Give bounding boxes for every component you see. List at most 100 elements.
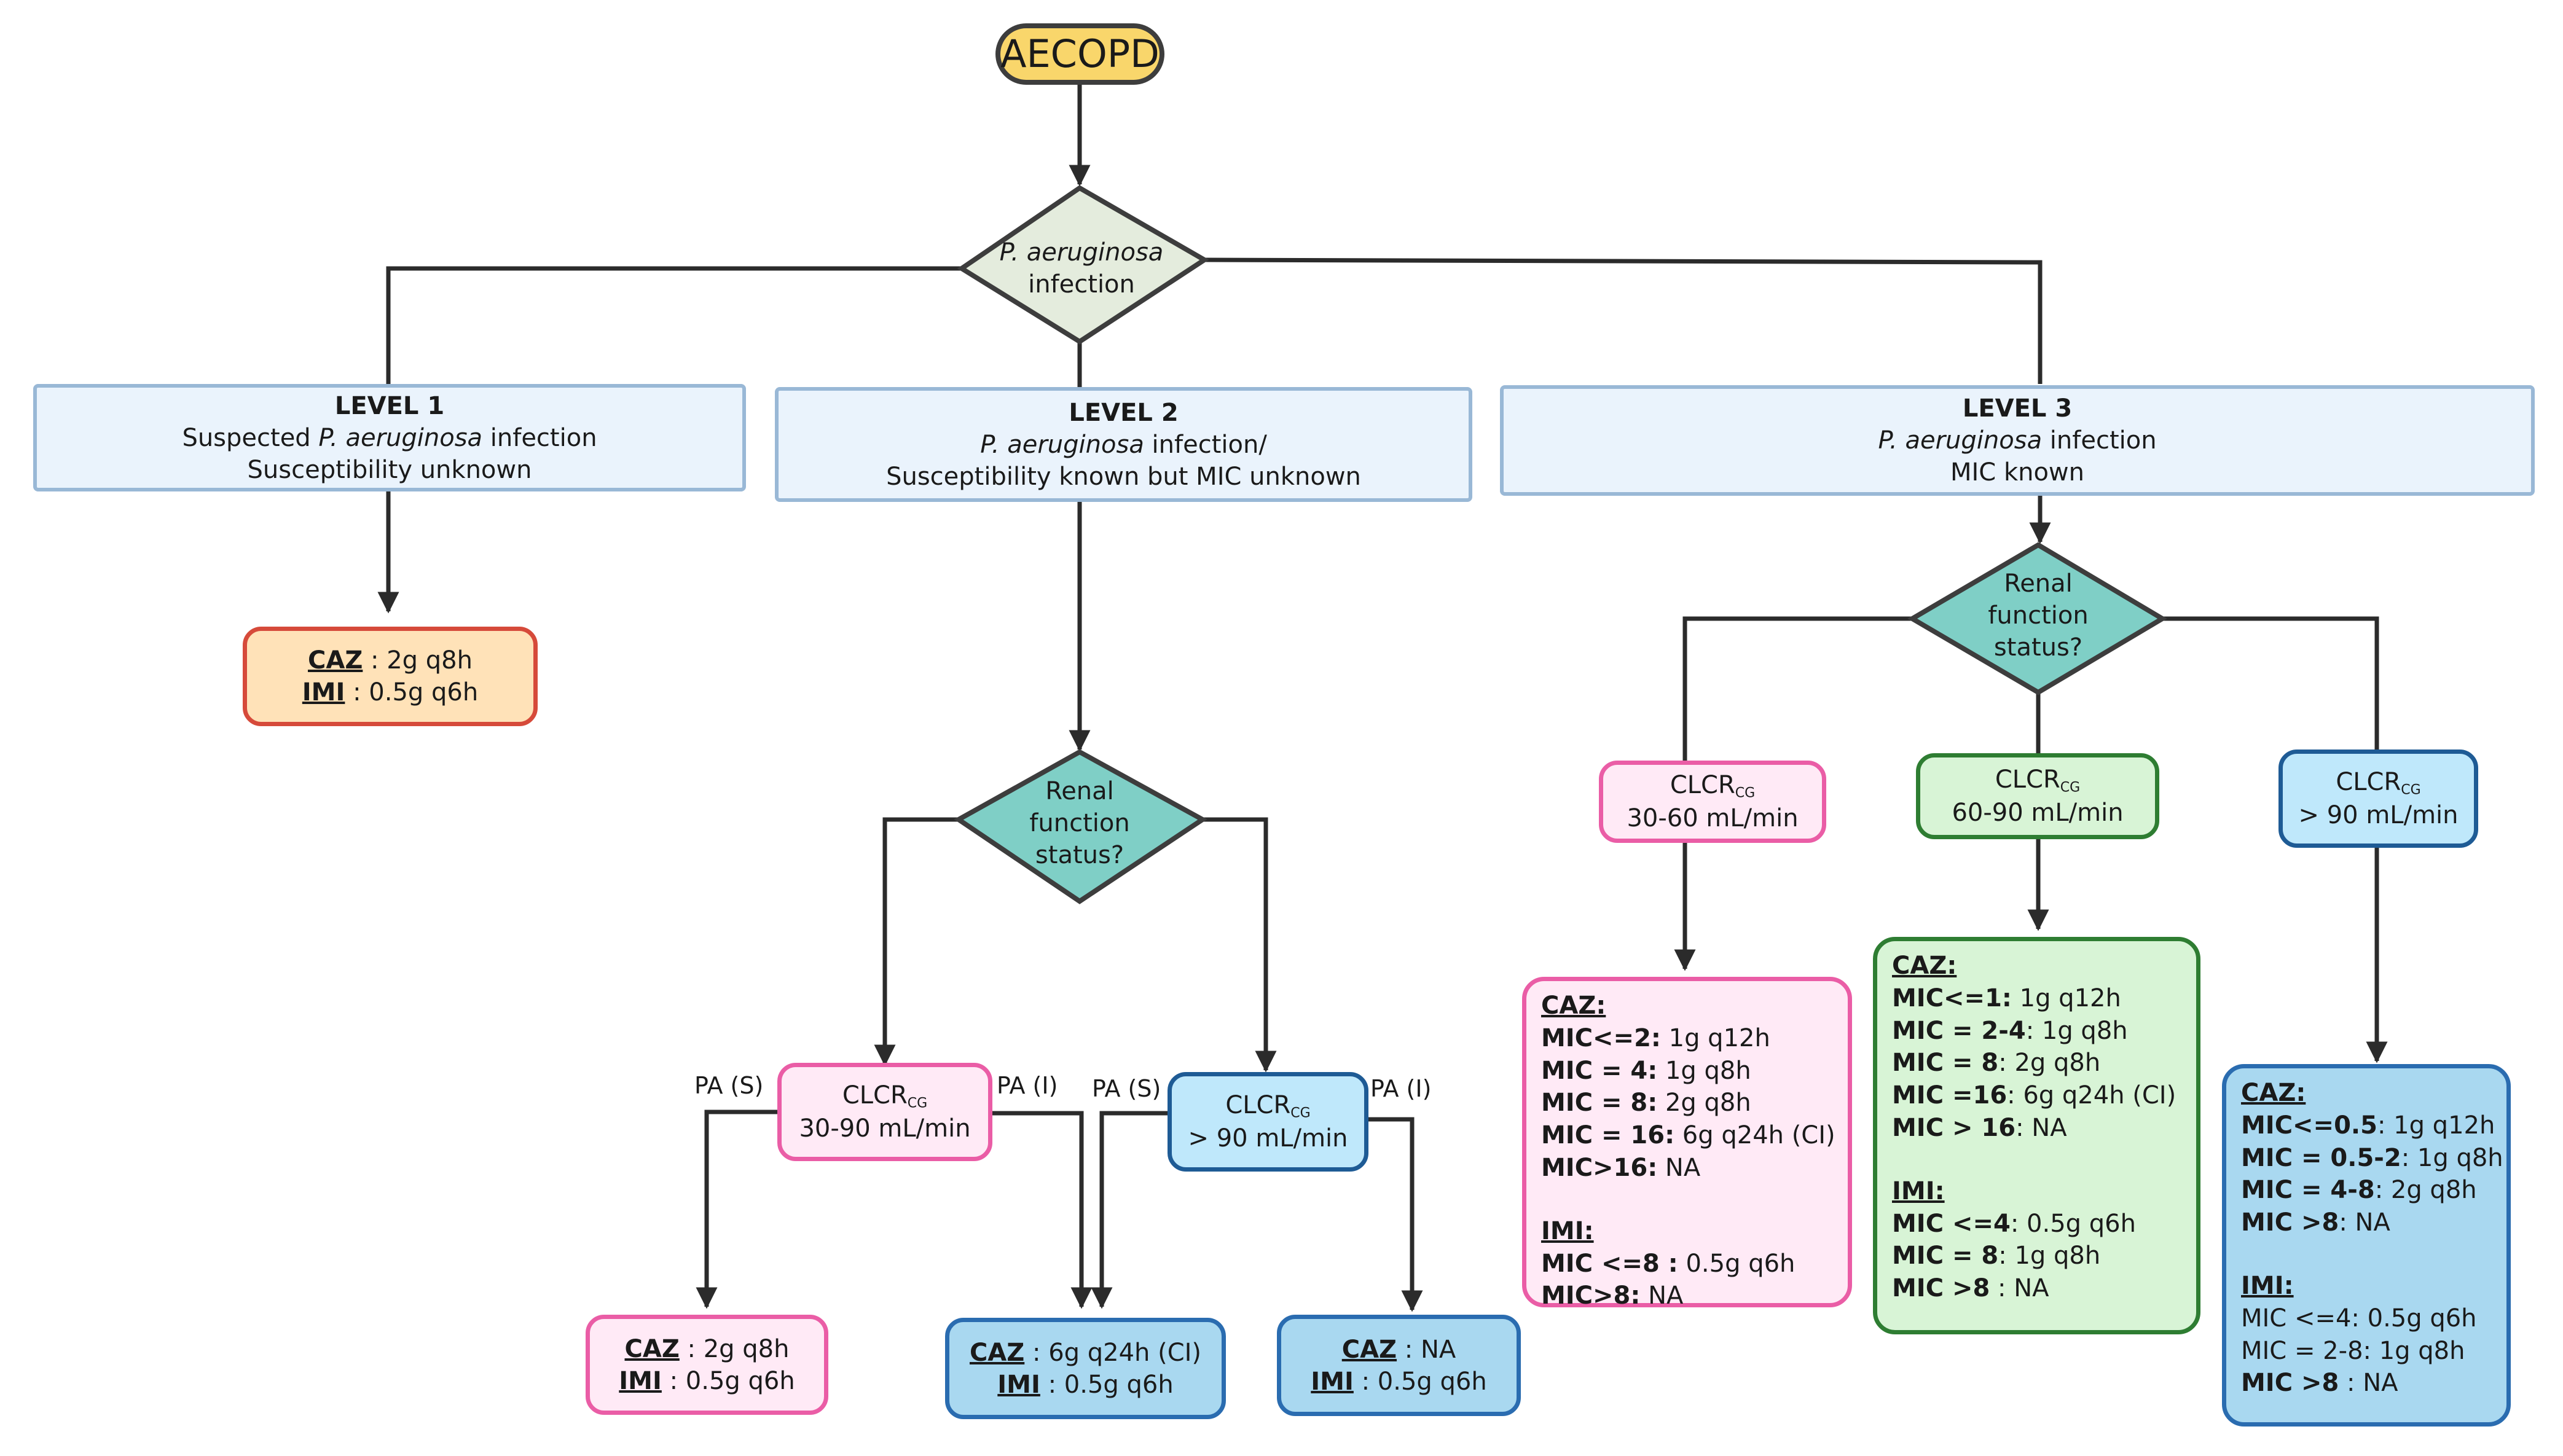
dose-row: MIC = 8: 1g q8h — [1892, 1240, 2181, 1272]
dose: 0.5g q6h — [1678, 1249, 1796, 1278]
level-1-line2: Susceptibility unknown — [247, 455, 532, 484]
mic-criterion: MIC>16: — [1541, 1153, 1658, 1182]
pa-infection-diamond — [957, 185, 1209, 345]
dose-row: MIC>16: NA — [1541, 1152, 1833, 1184]
dose: : 0.5g q6h — [2010, 1209, 2136, 1238]
level-2-line1-post: infection/ — [1144, 430, 1267, 459]
dosing-detail-gt90: CAZ: MIC<=0.5: 1g q12h MIC = 0.5-2: 1g q… — [2222, 1064, 2511, 1427]
mic-criterion: MIC >8 — [1892, 1274, 1990, 1303]
clcr-sub: CG — [2401, 782, 2421, 798]
mic-criterion: MIC = 4: — [1541, 1056, 1658, 1085]
dose: : 1g q8h — [2401, 1143, 2503, 1172]
level-2-regimen-s: CAZ : 2g q8h IMI : 0.5g q6h — [586, 1315, 828, 1415]
level-3-organism: P. aeruginosa — [1878, 426, 2043, 455]
connector-level1 — [386, 266, 962, 384]
clcr-range: 30-90 mL/min — [799, 1114, 971, 1143]
dose-row: MIC = 8: 2g q8h — [1892, 1047, 2181, 1079]
mic-criterion: MIC = 0.5-2 — [2241, 1143, 2401, 1172]
level-1-title: LEVEL 1 — [334, 391, 445, 420]
imi-header: IMI: — [1892, 1176, 1945, 1205]
dose-row: MIC >8 : NA — [1892, 1272, 2181, 1305]
dose-row: MIC >8 : NA — [2241, 1367, 2492, 1399]
dose: : 2g q8h — [1998, 1049, 2101, 1078]
dose: 1g q8h — [1657, 1056, 1751, 1085]
renal-line2: function — [1988, 601, 2089, 630]
clcr-sub: CG — [907, 1095, 928, 1111]
dose-row: MIC = 2-8: 1g q8h — [2241, 1335, 2492, 1368]
level-1-organism: P. aeruginosa — [318, 423, 483, 452]
level-3-line1-post: infection — [2042, 426, 2157, 455]
imi-dose: : 0.5g q6h — [1353, 1367, 1487, 1396]
caz-dose: : 2g q8h — [363, 646, 473, 675]
imi-label: IMI — [997, 1370, 1040, 1399]
pa-i-label-1: PA (I) — [997, 1072, 1058, 1099]
caz-label: CAZ — [624, 1334, 680, 1363]
mic-criterion: MIC >8 — [2241, 1369, 2339, 1398]
imi-header: IMI: — [1541, 1216, 1594, 1245]
level-3-line2: MIC known — [1950, 458, 2084, 487]
renal-text-level2: Renal function status? — [981, 775, 1178, 871]
dose: : NA — [2015, 1113, 2067, 1142]
dose-row: MIC>8: NA — [1541, 1280, 1833, 1312]
mic-criterion: MIC = 8 — [1892, 1242, 1999, 1270]
caz-header: CAZ: — [1892, 952, 1957, 980]
level-2-box: LEVEL 2 P. aeruginosa infection/ Suscept… — [775, 387, 1472, 502]
pa-s-label-1: PA (S) — [694, 1072, 764, 1099]
renal-diamond-level2 — [954, 749, 1207, 904]
clcr-gt90-l3-node: CLCRCG > 90 mL/min — [2278, 750, 2478, 848]
level-2-regimen-na: CAZ : NA IMI : 0.5g q6h — [1277, 1315, 1521, 1416]
clcr-30-90-node: CLCRCG 30-90 mL/min — [777, 1063, 992, 1161]
dose-row: MIC = 16: 6g q24h (CI) — [1541, 1119, 1835, 1152]
clcr-range: 30-60 mL/min — [1627, 804, 1799, 833]
dose: : 1g q12h — [2377, 1111, 2495, 1140]
connector-renal2-right — [1203, 817, 1277, 1073]
renal-diamond-level3 — [1907, 542, 2167, 695]
clcr-gt90-node: CLCRCG > 90 mL/min — [1168, 1072, 1368, 1172]
mic-criterion: MIC = 2-4 — [1892, 1016, 2026, 1045]
dose-row: MIC = 8: 2g q8h — [1541, 1087, 1833, 1119]
caz-dose: : NA — [1397, 1335, 1456, 1364]
dose: : 6g q24h (CI) — [2007, 1081, 2176, 1110]
aecopd-label: AECOPD — [1000, 31, 1160, 76]
level-1-regimen-box: CAZ : 2g q8h IMI : 0.5g q6h — [243, 627, 538, 726]
mic-criterion: MIC <=4 — [1892, 1209, 2011, 1238]
dose: : 1g q8h — [2025, 1016, 2128, 1045]
level-1-line1-post: infection — [482, 423, 597, 452]
clcr-30-60-node: CLCRCG 30-60 mL/min — [1599, 761, 1826, 843]
connector-clcr-a-s — [696, 1110, 777, 1309]
renal-text-level3: Renal function status? — [1940, 568, 2137, 663]
dose: 2g q8h — [1657, 1089, 1751, 1117]
dose-row: MIC <=4: 0.5g q6h — [2241, 1302, 2492, 1335]
dose: 1g q12h — [2011, 984, 2121, 1012]
caz-label: CAZ — [969, 1338, 1025, 1367]
dose: : 2g q8h — [2374, 1176, 2477, 1205]
clcr-sub: CG — [1735, 785, 1756, 801]
dose: : NA — [1990, 1274, 2049, 1303]
mic-criterion: MIC > 16 — [1892, 1113, 2016, 1142]
connector-renal3-right — [2162, 616, 2379, 751]
connector-renal2-left — [874, 817, 959, 1067]
level-2-line2: Susceptibility known but MIC unknown — [886, 462, 1361, 491]
imi-dose: : 0.5g q6h — [661, 1366, 795, 1395]
dose-row: MIC <=4: 0.5g q6h — [1892, 1208, 2181, 1240]
connector-clcr-b-i — [1368, 1117, 1423, 1312]
aecopd-start-node: AECOPD — [995, 23, 1164, 85]
mic-criterion: MIC<=2: — [1541, 1024, 1661, 1052]
clcr-name: CLCR — [842, 1081, 908, 1110]
caz-header: CAZ: — [1541, 992, 1606, 1020]
dose: MIC <=4: 0.5g q6h — [2241, 1304, 2477, 1333]
dose-row: MIC<=2: 1g q12h — [1541, 1022, 1833, 1055]
dose: : NA — [2339, 1208, 2390, 1237]
mic-criterion: MIC = 8: — [1541, 1089, 1658, 1117]
dose: NA — [1657, 1153, 1701, 1182]
clcr-sub: CG — [1290, 1105, 1311, 1121]
level-1-box: LEVEL 1 Suspected P. aeruginosa infectio… — [33, 384, 746, 491]
clcr-name: CLCR — [1995, 765, 2060, 794]
mic-criterion: MIC >8 — [2241, 1208, 2339, 1237]
dose: : NA — [2339, 1369, 2398, 1398]
mic-criterion: MIC = 16: — [1541, 1121, 1675, 1150]
clcr-name: CLCR — [2336, 767, 2401, 796]
dose: NA — [1640, 1282, 1684, 1310]
clcr-sub: CG — [2060, 780, 2081, 796]
